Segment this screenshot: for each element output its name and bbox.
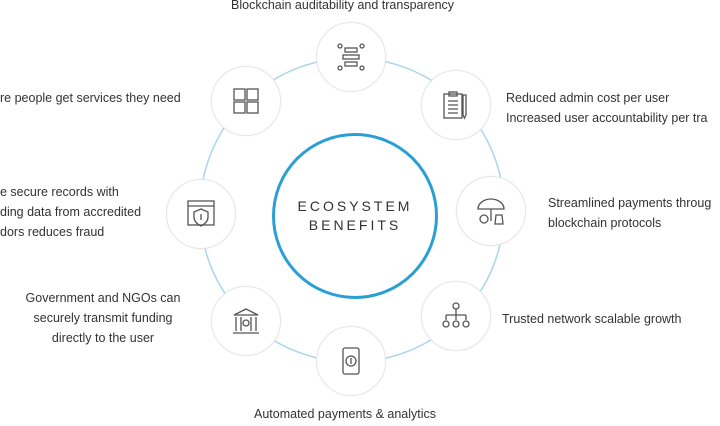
- ecosystem-benefits-hub: ECOSYSTEM BENEFITS: [272, 133, 438, 299]
- hub-title-line1: ECOSYSTEM: [297, 198, 413, 214]
- bank-building-icon: [233, 308, 259, 334]
- blockchain-network-icon: [337, 43, 365, 71]
- services-node: [211, 66, 281, 136]
- automated-payments-node: [316, 326, 386, 396]
- benefit-label-blockchain: Blockchain auditability and transparency: [231, 0, 455, 12]
- secure-records-node: [166, 179, 236, 249]
- hub-title-line2: BENEFITS: [308, 217, 402, 233]
- puzzle-people-icon: [233, 88, 259, 114]
- network-growth-node: [421, 281, 491, 351]
- umbrella-money-icon: [477, 198, 505, 225]
- government-funding-node: [211, 286, 281, 356]
- benefit-label-automated: Automated payments & analytics: [254, 407, 437, 421]
- mobile-payment-icon: [342, 347, 360, 375]
- hierarchy-network-icon: [442, 302, 470, 328]
- payments-node: [456, 176, 526, 246]
- benefit-label-services: re people get services they need: [0, 91, 181, 105]
- blockchain-node: [316, 22, 386, 92]
- benefit-label-network: Trusted network scalable growth: [502, 312, 682, 326]
- clipboard-pen-icon: [443, 91, 467, 120]
- admin-cost-node: [421, 70, 491, 140]
- shield-dollar-icon: [187, 200, 215, 227]
